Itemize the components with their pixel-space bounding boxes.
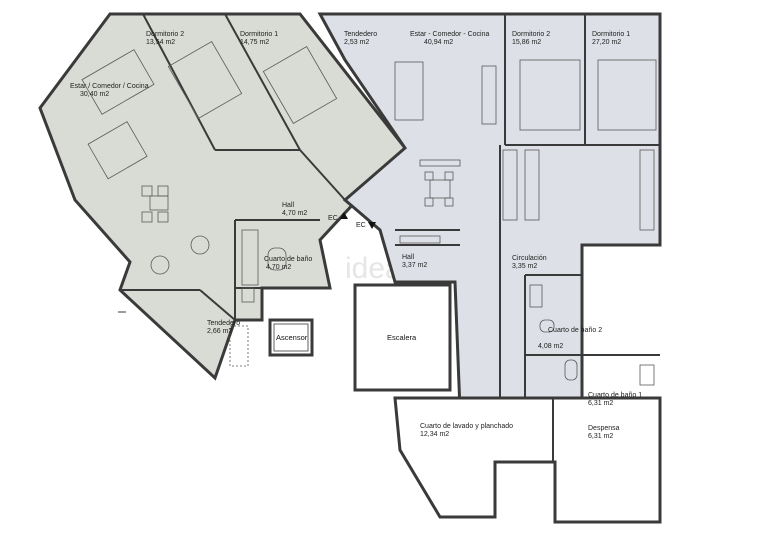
room-labels: Estar / Comedor / Cocina 30,40 m2 Dormit… (70, 31, 642, 440)
room-name-hall-right: Hall (402, 254, 415, 261)
room-area-lavado: 12,34 m2 (420, 431, 449, 438)
room-name-bano-left: Cuarto de baño (264, 256, 312, 263)
ec-label-1: EC (328, 215, 338, 222)
left-unit-furniture (81, 40, 338, 367)
ec-up-arrow (340, 212, 348, 219)
room-name-dorm2-right: Dormitorio 2 (512, 31, 550, 38)
room-name-ascensor: Ascensor (276, 333, 308, 342)
room-area-estar-right: 40,94 m2 (424, 39, 453, 46)
room-name-dorm1-right: Dormitorio 1 (592, 31, 630, 38)
room-name-escalera: Escalera (387, 333, 417, 342)
room-name-estar-left: Estar / Comedor / Cocina (70, 83, 149, 90)
room-name-circulacion: Circulación (512, 255, 547, 262)
room-name-tendedero-bottom: Tendedero (207, 320, 240, 327)
room-name-despensa: Despensa (588, 425, 620, 432)
room-name-tendedero-top: Tendedero (344, 31, 377, 38)
left-unit-walls (120, 13, 346, 321)
room-name-bano1: Cuarto de baño 1 (588, 392, 642, 399)
ec-down-arrow (368, 222, 376, 229)
ascensor-box (273, 323, 309, 352)
right-unit-furniture (394, 59, 657, 386)
room-area-despensa: 6,31 m2 (588, 433, 613, 440)
room-name-dorm2-left: Dormitorio 2 (146, 31, 184, 38)
room-name-dorm1-left: Dormitorio 1 (240, 31, 278, 38)
escalera-area (353, 283, 452, 392)
room-name-hall-left: Hall (282, 202, 295, 209)
room-area-dorm2-left: 13,54 m2 (146, 39, 175, 46)
room-area-tendedero-top: 2,53 m2 (344, 39, 369, 46)
room-name-lavado: Cuarto de lavado y planchado (420, 423, 513, 430)
room-area-bano1: 6,31 m2 (588, 400, 613, 407)
room-area-hall-left: 4,70 m2 (282, 210, 307, 217)
room-area-dorm1-right: 27,20 m2 (592, 39, 621, 46)
room-area-dorm1-left: 14,75 m2 (240, 39, 269, 46)
room-area-tendedero-bottom: 2,66 m2 (207, 328, 232, 335)
room-name-bano2: Cuarto de baño 2 (548, 327, 602, 334)
ascensor-area (268, 318, 314, 357)
room-area-circulacion: 3,35 m2 (512, 263, 537, 270)
room-name-estar-right: Estar - Comedor - Cocina (410, 31, 489, 38)
ec-label-2: EC (356, 222, 366, 229)
room-area-bano-left: 4,70 m2 (266, 264, 291, 271)
lower-rooms-fill (393, 396, 662, 524)
room-area-hall-right: 3,37 m2 (402, 262, 427, 269)
right-unit-walls (395, 14, 660, 410)
room-area-dorm2-right: 15,86 m2 (512, 39, 541, 46)
room-area-bano2: 4,08 m2 (538, 343, 563, 350)
room-area-estar-left: 30,40 m2 (80, 91, 109, 98)
